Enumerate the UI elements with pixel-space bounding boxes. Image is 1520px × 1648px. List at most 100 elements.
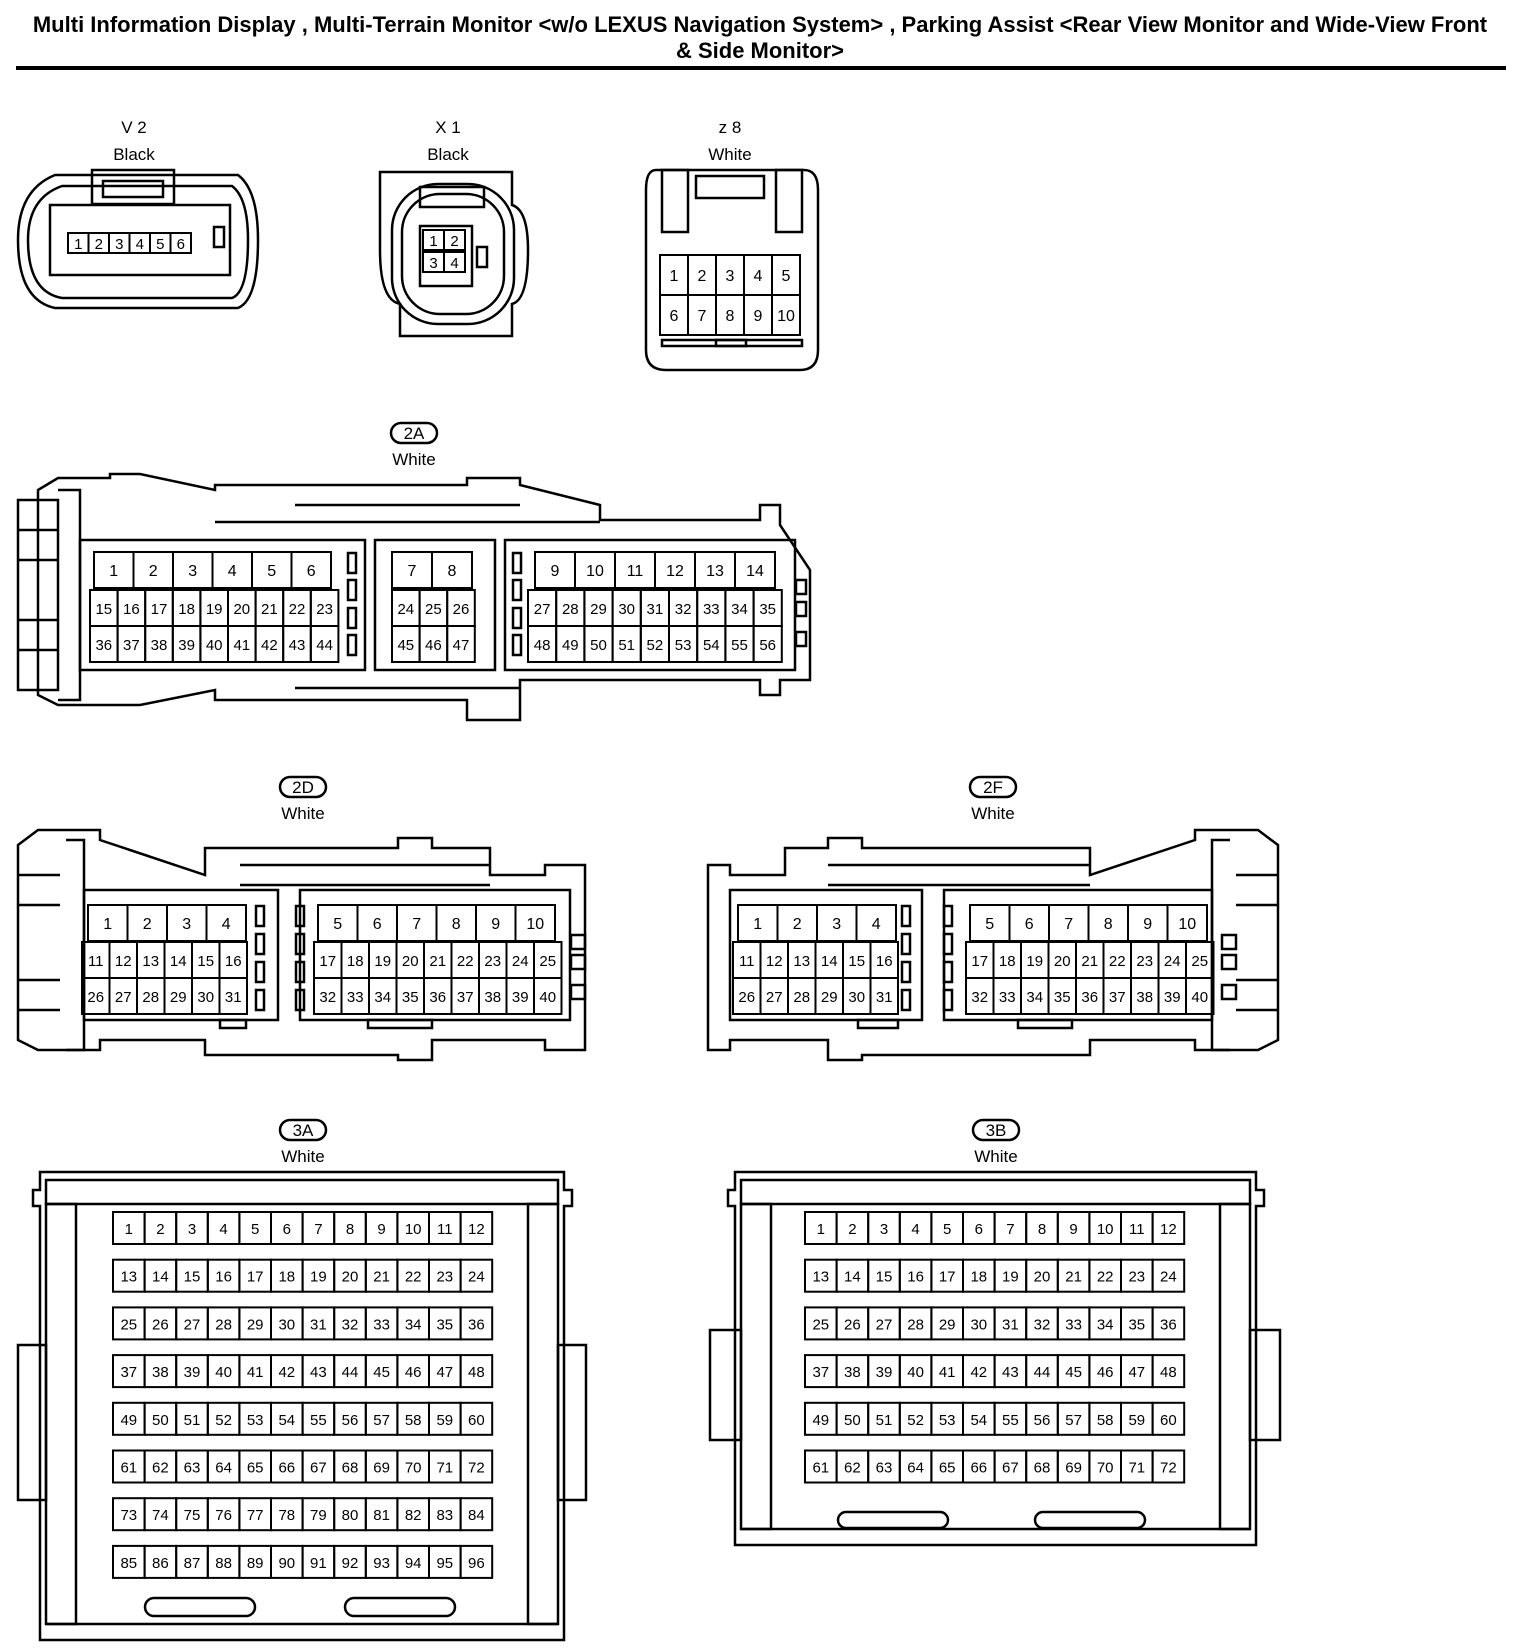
connector-code-badge [278, 1118, 328, 1142]
pin-cell: 50 [835, 1401, 870, 1436]
pin-cell: 2 [835, 1211, 870, 1245]
pin-cell: 39 [175, 1354, 209, 1389]
pin-number: 76 [215, 1507, 232, 1524]
pin-number: 66 [970, 1460, 987, 1477]
pin-cell: 13 [136, 941, 166, 979]
pin-number: 9 [1143, 916, 1152, 933]
pin-number: 87 [184, 1555, 201, 1572]
pin-cell: 38 [143, 1354, 178, 1389]
pin-cell: 37 [1102, 977, 1132, 1015]
pin-cell: 51 [867, 1401, 901, 1436]
pin-cell: 43 [301, 1354, 336, 1389]
pin-cell: 12 [654, 551, 696, 589]
pin-cell: 27 [759, 977, 789, 1015]
pin-number: 60 [1160, 1412, 1177, 1429]
pin-number: 26 [87, 989, 104, 1006]
pin-number: 53 [939, 1412, 956, 1429]
pin-number: 51 [876, 1412, 893, 1429]
pin-number: 7 [698, 308, 707, 325]
pin-cell: 33 [364, 1306, 399, 1341]
pin-cell: 26 [835, 1306, 870, 1341]
pin-number: 35 [1128, 1316, 1145, 1333]
pin-number: 44 [1034, 1364, 1051, 1381]
pin-number: 38 [844, 1364, 861, 1381]
pin-number: 5 [985, 916, 994, 933]
pin-cell: 17 [930, 1258, 965, 1293]
pin-cell: 5 [238, 1211, 272, 1245]
pin-cell: 86 [143, 1544, 178, 1579]
pin-number: 31 [310, 1316, 327, 1333]
pin-number: 24 [397, 601, 414, 618]
connector-code-badge [389, 421, 439, 445]
pin-cell: 33 [992, 977, 1022, 1015]
pin-number: 44 [316, 637, 333, 654]
title-rule [16, 66, 1506, 70]
pin-number: 2 [848, 1221, 856, 1238]
pin-cell: 1 [112, 1211, 146, 1245]
pin-cell: 72 [1151, 1449, 1186, 1484]
pin-cell: 94 [396, 1544, 430, 1579]
pin-cell: 37 [450, 977, 480, 1015]
pin-cell: 14 [835, 1258, 870, 1293]
pin-cell: 5 [251, 551, 293, 589]
pin-number: 65 [247, 1460, 264, 1477]
pin-cell: 14 [734, 551, 776, 589]
pin-number: 56 [759, 637, 776, 654]
pin-cell: 10 [574, 551, 616, 589]
pin-cell: 25 [533, 941, 563, 979]
pin-number: 27 [184, 1316, 201, 1333]
pin-number: 34 [405, 1316, 422, 1333]
pin-number: 7 [412, 916, 421, 933]
pin-number: 58 [1097, 1412, 1114, 1429]
pin-box [446, 625, 476, 663]
pin-number: 40 [907, 1364, 924, 1381]
pin-cell: 37 [116, 625, 147, 663]
pin-number: 6 [1025, 916, 1034, 933]
connector-color: White [281, 1147, 324, 1166]
pin-cell: 38 [835, 1354, 870, 1389]
pin-number: 30 [970, 1316, 987, 1333]
pin-cell: 68 [1025, 1449, 1059, 1484]
pin-number: 19 [1002, 1269, 1019, 1286]
pin-cell: 59 [1120, 1401, 1154, 1436]
pin-cell: 63 [175, 1449, 209, 1484]
pin-cell: 34 [368, 977, 398, 1015]
pin-number: 11 [437, 1221, 453, 1238]
pin-cell: 70 [396, 1449, 430, 1484]
pin-number: 31 [647, 601, 664, 618]
pin-number: 17 [151, 601, 168, 618]
pin-box [459, 1449, 494, 1484]
pin-number: 95 [436, 1555, 453, 1572]
pin-number: 12 [1160, 1221, 1177, 1238]
pin-number: 35 [436, 1316, 453, 1333]
pin-number: 23 [316, 601, 333, 618]
pin-cell: 44 [333, 1354, 367, 1389]
pin-number: 3 [726, 268, 735, 285]
pin-cell: 41 [930, 1354, 965, 1389]
connector-code-badge [968, 775, 1018, 799]
pin-cell: 3 [422, 251, 445, 273]
pin-number: 2 [143, 916, 152, 933]
pin-number: 4 [219, 1221, 227, 1238]
pin-number: 75 [184, 1507, 201, 1524]
pin-number: 64 [907, 1460, 924, 1477]
pin-cell: 31 [993, 1306, 1028, 1341]
pin-cell: 4 [206, 1211, 241, 1245]
pin-cell: 3 [715, 254, 745, 296]
pin-number: 45 [373, 1364, 390, 1381]
pin-cell: 15 [89, 589, 119, 627]
pin-cell: 83 [428, 1497, 462, 1532]
pin-number: 25 [120, 1316, 137, 1333]
pin-number: 17 [319, 953, 336, 970]
pin-cell: 28 [898, 1306, 933, 1341]
pin-box [443, 251, 466, 273]
pin-cell: 19 [368, 941, 398, 979]
pin-number: 9 [551, 563, 560, 580]
pin-cell: 10 [771, 294, 801, 336]
pin-number: 14 [844, 1269, 861, 1286]
pin-cell: 5 [969, 904, 1011, 942]
pin-cell: 3 [108, 232, 131, 254]
pin-cell: 36 [423, 977, 453, 1015]
pin-number: 47 [436, 1364, 453, 1381]
